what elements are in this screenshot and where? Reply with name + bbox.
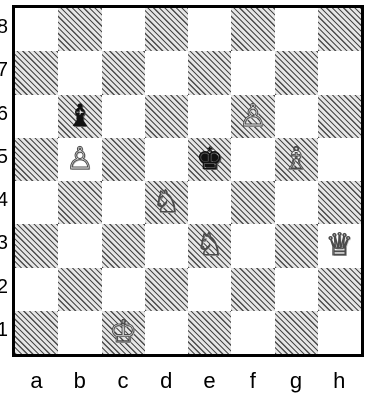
rank-label-4: 4 [0, 189, 8, 212]
square-c3[interactable] [102, 224, 145, 267]
square-b8[interactable] [58, 8, 101, 51]
square-g8[interactable] [275, 8, 318, 51]
square-g5[interactable]: ♗ [275, 138, 318, 181]
square-d4[interactable]: ♘ [145, 181, 188, 224]
chessboard: ♝♙♙♚♗♘♘♕♔ [12, 5, 364, 357]
square-e4[interactable] [188, 181, 231, 224]
square-b4[interactable] [58, 181, 101, 224]
square-c6[interactable] [102, 95, 145, 138]
square-e2[interactable] [188, 268, 231, 311]
file-label-h: h [317, 368, 361, 394]
square-g6[interactable] [275, 95, 318, 138]
white-pawn-icon[interactable]: ♙ [58, 138, 101, 181]
square-a3[interactable] [15, 224, 58, 267]
white-knight-icon[interactable]: ♘ [145, 181, 188, 224]
white-knight-icon[interactable]: ♘ [188, 224, 231, 267]
square-c5[interactable] [102, 138, 145, 181]
square-f5[interactable] [231, 138, 274, 181]
square-e3[interactable]: ♘ [188, 224, 231, 267]
square-b7[interactable] [58, 51, 101, 94]
square-a2[interactable] [15, 268, 58, 311]
square-d3[interactable] [145, 224, 188, 267]
square-d8[interactable] [145, 8, 188, 51]
square-h3[interactable]: ♕ [318, 224, 361, 267]
file-label-a: a [15, 368, 59, 394]
rank-label-1: 1 [0, 319, 8, 342]
square-f3[interactable] [231, 224, 274, 267]
square-c8[interactable] [102, 8, 145, 51]
square-b1[interactable] [58, 311, 101, 354]
rank-label-2: 2 [0, 276, 8, 299]
square-h1[interactable] [318, 311, 361, 354]
file-label-b: b [58, 368, 102, 394]
square-e7[interactable] [188, 51, 231, 94]
square-f2[interactable] [231, 268, 274, 311]
square-c1[interactable]: ♔ [102, 311, 145, 354]
square-d2[interactable] [145, 268, 188, 311]
square-c2[interactable] [102, 268, 145, 311]
square-a7[interactable] [15, 51, 58, 94]
file-label-d: d [144, 368, 188, 394]
rank-label-7: 7 [0, 59, 8, 82]
square-d5[interactable] [145, 138, 188, 181]
square-e1[interactable] [188, 311, 231, 354]
black-bishop-icon[interactable]: ♝ [58, 95, 101, 138]
square-e8[interactable] [188, 8, 231, 51]
square-a6[interactable] [15, 95, 58, 138]
square-g4[interactable] [275, 181, 318, 224]
rank-label-5: 5 [0, 146, 8, 169]
square-h4[interactable] [318, 181, 361, 224]
file-label-g: g [274, 368, 318, 394]
square-d6[interactable] [145, 95, 188, 138]
white-pawn-icon[interactable]: ♙ [231, 95, 274, 138]
black-king-icon[interactable]: ♚ [188, 138, 231, 181]
square-h6[interactable] [318, 95, 361, 138]
white-bishop-icon[interactable]: ♗ [275, 138, 318, 181]
square-a5[interactable] [15, 138, 58, 181]
square-h8[interactable] [318, 8, 361, 51]
square-a4[interactable] [15, 181, 58, 224]
rank-label-8: 8 [0, 16, 8, 39]
rank-label-3: 3 [0, 232, 8, 255]
square-h7[interactable] [318, 51, 361, 94]
square-e6[interactable] [188, 95, 231, 138]
square-g3[interactable] [275, 224, 318, 267]
square-c7[interactable] [102, 51, 145, 94]
file-label-c: c [101, 368, 145, 394]
square-g7[interactable] [275, 51, 318, 94]
rank-label-6: 6 [0, 103, 8, 126]
square-h2[interactable] [318, 268, 361, 311]
square-d7[interactable] [145, 51, 188, 94]
square-b2[interactable] [58, 268, 101, 311]
square-f6[interactable]: ♙ [231, 95, 274, 138]
square-a8[interactable] [15, 8, 58, 51]
file-label-e: e [188, 368, 232, 394]
square-d1[interactable] [145, 311, 188, 354]
square-c4[interactable] [102, 181, 145, 224]
square-f1[interactable] [231, 311, 274, 354]
file-label-f: f [231, 368, 275, 394]
square-f8[interactable] [231, 8, 274, 51]
square-f7[interactable] [231, 51, 274, 94]
square-h5[interactable] [318, 138, 361, 181]
white-king-icon[interactable]: ♔ [102, 311, 145, 354]
square-f4[interactable] [231, 181, 274, 224]
square-g1[interactable] [275, 311, 318, 354]
white-queen-icon[interactable]: ♕ [318, 224, 361, 267]
square-b3[interactable] [58, 224, 101, 267]
square-b5[interactable]: ♙ [58, 138, 101, 181]
square-b6[interactable]: ♝ [58, 95, 101, 138]
square-g2[interactable] [275, 268, 318, 311]
square-a1[interactable] [15, 311, 58, 354]
square-e5[interactable]: ♚ [188, 138, 231, 181]
